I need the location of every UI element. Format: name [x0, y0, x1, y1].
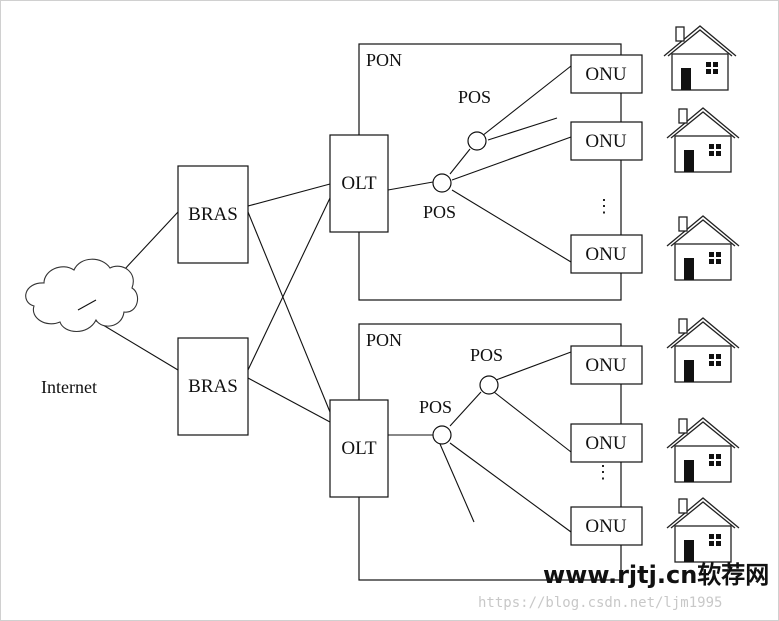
bras-label-2: BRAS [188, 376, 238, 397]
onu-label: ONU [585, 355, 626, 376]
onu-box [570, 423, 643, 463]
link-bras1-olt1 [247, 183, 331, 207]
pos-label: POS [423, 202, 456, 222]
onu-box [570, 234, 643, 274]
pos-label: POS [458, 87, 491, 107]
onu-group-2: ONU ONU ⋮ ONU [570, 345, 643, 546]
link-pos1-pos1b [449, 148, 471, 175]
onu-label: ONU [585, 244, 626, 265]
cloud-icon [25, 258, 139, 333]
pos-splitter [432, 425, 452, 445]
olt-label-1: OLT [341, 173, 377, 194]
link-pos-onu [495, 351, 572, 381]
bras-box-1 [177, 165, 249, 264]
link-bras2-olt1 [247, 197, 331, 371]
pos-label: POS [470, 345, 503, 365]
link-pos-onu [449, 442, 572, 533]
link-pos-onu [481, 65, 572, 137]
onu-label: ONU [585, 64, 626, 85]
link-pos-onu [493, 391, 572, 453]
olt-label-2: OLT [341, 438, 377, 459]
pon-label-2: PON [366, 330, 402, 350]
bras-label-1: BRAS [188, 204, 238, 225]
link-pos-onu [451, 136, 572, 181]
pos-splitter [479, 375, 499, 395]
house-icon [666, 215, 740, 281]
olt-box-2 [329, 399, 389, 498]
onu-box [570, 506, 643, 546]
link-pos-onu [451, 189, 572, 263]
onu-box [570, 121, 643, 161]
onu-ellipsis: ⋮ [595, 196, 613, 216]
link-olt1-pos [387, 181, 434, 191]
olt-box-1 [329, 134, 389, 233]
pos-label: POS [419, 397, 452, 417]
link-bras2-olt2 [247, 377, 331, 423]
house-icon [663, 25, 737, 91]
onu-ellipsis: ⋮ [594, 462, 612, 482]
onu-label: ONU [585, 131, 626, 152]
pos-splitter [432, 173, 452, 193]
pon-label-1: PON [366, 50, 402, 70]
pos-splitter [467, 131, 487, 151]
link-pos-stub [439, 443, 475, 523]
connection-lines [77, 65, 572, 533]
onu-box [570, 54, 643, 94]
link-pos-stub [487, 117, 558, 141]
house-icon [666, 497, 740, 563]
onu-group-1: ONU ONU ⋮ ONU [570, 54, 643, 274]
onu-box [570, 345, 643, 385]
onu-label: ONU [585, 516, 626, 537]
onu-label: ONU [585, 433, 626, 454]
internet-label: Internet [41, 377, 97, 397]
house-icon [666, 417, 740, 483]
link-pos2-pos2b [449, 391, 482, 427]
house-icon [666, 317, 740, 383]
watermark-url: https://blog.csdn.net/ljm1995 [478, 595, 722, 611]
bras-box-2 [177, 337, 249, 436]
house-icon [666, 107, 740, 173]
link-bras1-olt2 [247, 211, 331, 413]
watermark-brand: www.rjtj.cn软荐网 [543, 561, 769, 589]
